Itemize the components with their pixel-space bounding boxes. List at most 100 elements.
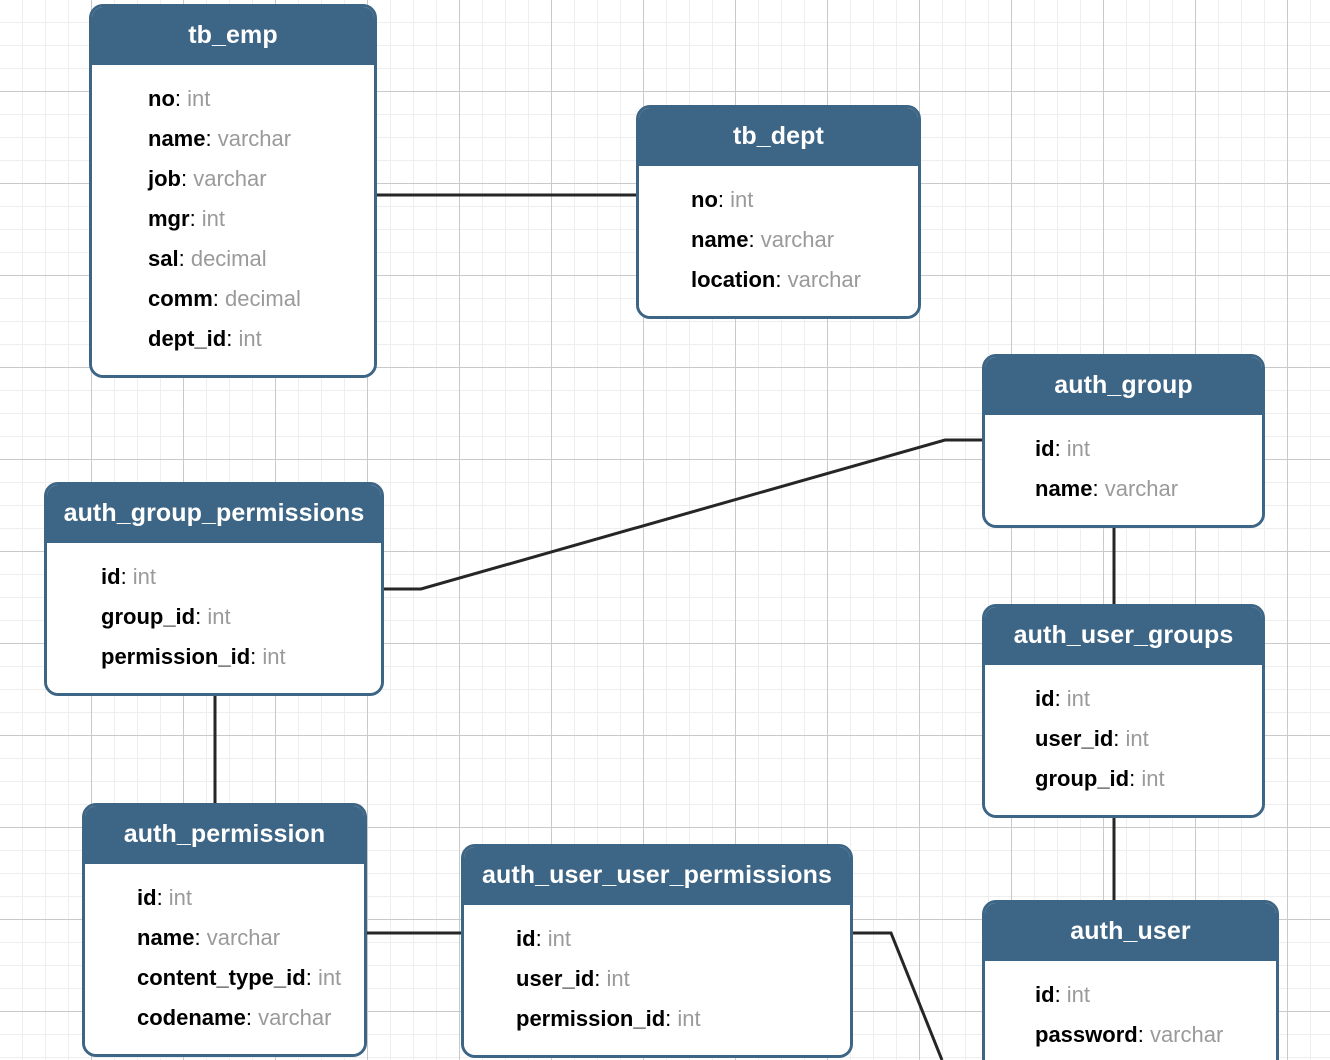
field-row[interactable]: id: int [985, 975, 1276, 1015]
field-row[interactable]: comm: decimal [92, 279, 374, 319]
field-type: decimal [225, 286, 301, 311]
field-name: id [137, 885, 157, 910]
field-separator: : [594, 966, 607, 991]
field-separator: : [174, 86, 188, 111]
field-row[interactable]: content_type_id: int [85, 958, 364, 998]
field-name: name [1035, 476, 1093, 501]
field-row[interactable]: group_id: int [47, 597, 381, 637]
field-row[interactable]: id: int [985, 679, 1262, 719]
field-type: int [238, 326, 262, 351]
field-name: job [148, 166, 181, 191]
field-row[interactable]: id: int [464, 919, 850, 959]
field-row[interactable]: name: varchar [85, 918, 364, 958]
field-name: name [691, 227, 749, 252]
field-name: mgr [148, 206, 190, 231]
field-type: int [1066, 686, 1091, 711]
field-name: id [101, 564, 121, 589]
field-type: int [317, 965, 342, 990]
field-row[interactable]: name: varchar [92, 119, 374, 159]
field-name: no [691, 187, 718, 212]
field-name: user_id [516, 966, 595, 991]
field-row[interactable]: password: varchar [985, 1015, 1276, 1055]
field-name: group_id [101, 604, 196, 629]
field-row[interactable]: mgr: int [92, 199, 374, 239]
field-row[interactable]: codename: varchar [85, 998, 364, 1038]
field-name: permission_id [101, 644, 251, 669]
entity-title-auth_permission: auth_permission [85, 806, 364, 864]
field-separator: : [194, 925, 207, 950]
field-type: varchar [193, 166, 267, 191]
field-separator: : [189, 206, 202, 231]
field-row[interactable]: permission_id: int [47, 637, 381, 677]
field-row[interactable]: sal: decimal [92, 239, 374, 279]
field-row[interactable]: name: varchar [639, 220, 918, 260]
field-separator: : [156, 885, 169, 910]
field-type: varchar [760, 227, 835, 252]
field-name: id [516, 926, 536, 951]
field-row[interactable]: no: int [639, 180, 918, 220]
field-name: password [1035, 1022, 1138, 1047]
field-name: name [137, 925, 195, 950]
field-row[interactable]: id: int [47, 557, 381, 597]
field-separator: : [665, 1006, 678, 1031]
field-type: int [1141, 766, 1165, 791]
field-separator: : [305, 965, 318, 990]
field-row[interactable]: user_id: int [464, 959, 850, 999]
entity-title-auth_user_user_permissions: auth_user_user_permissions [464, 847, 850, 905]
field-row[interactable]: group_id: int [985, 759, 1262, 799]
field-row[interactable]: dept_id: int [92, 319, 374, 359]
field-type: int [168, 885, 193, 910]
field-name: id [1035, 982, 1055, 1007]
field-separator: : [1137, 1022, 1150, 1047]
field-type: int [1125, 726, 1149, 751]
field-separator: : [1113, 726, 1126, 751]
edge-auth_user_user_permissions-auth_user [853, 931, 944, 1060]
field-separator: : [181, 166, 194, 191]
field-name: no [148, 86, 175, 111]
field-separator: : [120, 564, 133, 589]
field-separator: : [1054, 686, 1067, 711]
field-row[interactable]: id: int [985, 429, 1262, 469]
field-separator: : [748, 227, 761, 252]
entity-title-auth_user: auth_user [985, 903, 1276, 961]
field-row[interactable]: last_login: datetime [985, 1055, 1276, 1060]
field-name: id [1035, 436, 1055, 461]
field-type: varchar [1104, 476, 1179, 501]
field-row[interactable]: no: int [92, 79, 374, 119]
field-row[interactable]: job: varchar [92, 159, 374, 199]
edge-auth_group_permissions-auth_group [384, 438, 982, 591]
field-type: varchar [787, 267, 861, 292]
field-name: id [1035, 686, 1055, 711]
entity-title-auth_user_groups: auth_user_groups [985, 607, 1262, 665]
field-separator: : [178, 246, 191, 271]
field-row[interactable]: user_id: int [985, 719, 1262, 759]
field-type: int [547, 926, 572, 951]
field-row[interactable]: id: int [85, 878, 364, 918]
field-row[interactable]: permission_id: int [464, 999, 850, 1039]
field-separator: : [245, 1005, 259, 1030]
field-name: comm [148, 286, 213, 311]
field-type: int [207, 604, 231, 629]
field-separator: : [250, 644, 263, 669]
field-name: codename [137, 1005, 246, 1030]
field-row[interactable]: location: varchar [639, 260, 918, 300]
field-row[interactable]: name: varchar [985, 469, 1262, 509]
field-name: permission_id [516, 1006, 666, 1031]
field-separator: : [1054, 982, 1067, 1007]
field-separator: : [226, 326, 239, 351]
field-type: int [730, 187, 754, 212]
field-separator: : [535, 926, 548, 951]
field-separator: : [1054, 436, 1067, 461]
field-type: decimal [190, 246, 267, 271]
